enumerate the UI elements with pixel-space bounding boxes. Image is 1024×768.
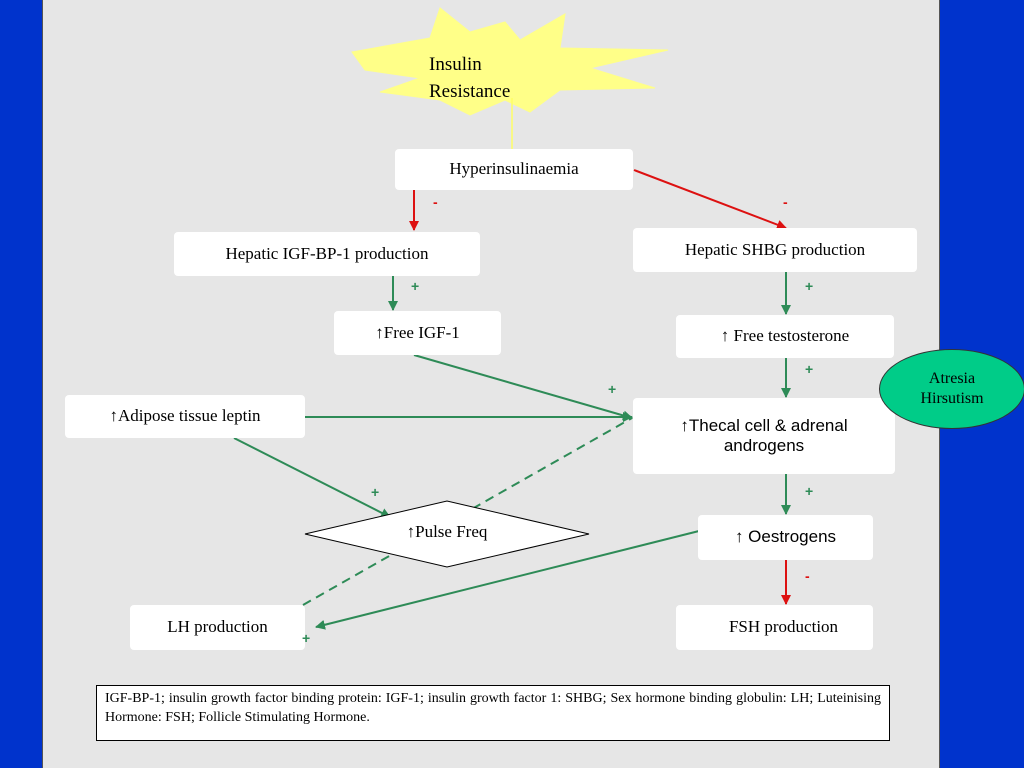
node-hyperinsulinaemia-label: Hyperinsulinaemia	[449, 159, 579, 179]
node-adipose-leptin-label: ↑Adipose tissue leptin	[109, 406, 261, 426]
sign-plus-pulse: +	[371, 484, 380, 500]
outcome-line-1: Atresia	[928, 370, 976, 387]
node-fsh-label: FSH production	[728, 617, 839, 637]
arrow-lh-to-thecal-dashed	[302, 417, 633, 606]
insulin-resistance-burst	[351, 7, 669, 116]
node-adipose-leptin: ↑Adipose tissue leptin	[65, 395, 305, 438]
sign-minus-shbg: -	[783, 194, 788, 210]
burst-line-2: Resistance	[429, 80, 511, 102]
arrow-hyper-to-shbg	[633, 169, 787, 230]
arrow-freeigf-to-thecal	[413, 354, 633, 421]
node-thecal-androgens: ↑Thecal cell & adrenal androgens	[633, 398, 895, 474]
node-hepatic-igfbp: Hepatic IGF-BP-1 production	[174, 232, 480, 276]
sign-minus-fsh: -	[805, 568, 810, 584]
sign-plus-thecal-top: +	[805, 361, 814, 377]
node-thecal-line-1: ↑Thecal cell & adrenal	[680, 415, 848, 435]
outcome-line-2: Hirsutism	[920, 390, 984, 407]
abbreviation-legend: IGF-BP-1; insulin growth factor binding …	[96, 685, 890, 741]
node-free-igf: ↑Free IGF-1	[334, 311, 501, 355]
node-hyperinsulinaemia: Hyperinsulinaemia	[395, 149, 633, 190]
burst-line-1: Insulin	[429, 54, 482, 75]
node-hepatic-shbg: Hepatic SHBG production	[633, 228, 917, 272]
node-hepatic-igfbp-label: Hepatic IGF-BP-1 production	[225, 243, 429, 263]
node-pulse-freq-label: ↑Pulse Freq	[406, 522, 488, 541]
sign-plus-lh: +	[302, 630, 311, 646]
node-lh-production: LH production	[130, 605, 305, 650]
node-hepatic-shbg-label: Hepatic SHBG production	[684, 239, 866, 259]
insulin-resistance-label: Insulin Resistance	[429, 52, 510, 105]
sign-plus-oestrogens: +	[805, 483, 814, 499]
node-free-testosterone-label: ↑ Free testosterone	[720, 326, 850, 346]
arrow-oestrogens-to-lh	[315, 530, 700, 630]
node-fsh-production: FSH production	[676, 605, 873, 650]
node-free-testosterone: ↑ Free testosterone	[676, 315, 894, 358]
node-oestrogens-label: ↑ Oestrogens	[734, 527, 837, 547]
sign-plus-testosterone: +	[805, 278, 814, 294]
node-lh-label: LH production	[167, 617, 268, 637]
node-oestrogens: ↑ Oestrogens	[698, 515, 873, 560]
node-free-igf-label: ↑Free IGF-1	[375, 322, 460, 342]
sign-plus-freeigf: +	[411, 278, 420, 294]
outcome-oval: Atresia Hirsutism	[879, 349, 1024, 429]
arrow-leptin-to-pulse	[233, 437, 391, 518]
sign-minus-igfbp: -	[433, 194, 438, 210]
node-thecal-line-2: androgens	[723, 436, 805, 455]
pulse-freq-diamond	[304, 500, 590, 568]
sign-plus-thecal-left: +	[608, 381, 617, 397]
